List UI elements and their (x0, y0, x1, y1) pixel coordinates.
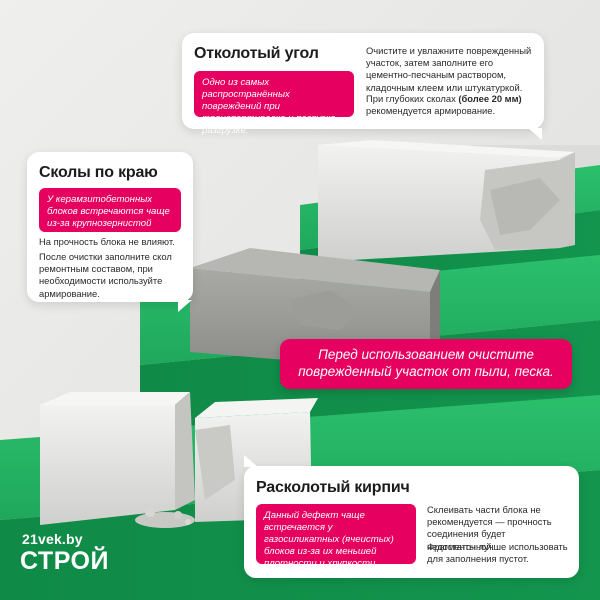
card-text-primary: Склеивать части блока не рекомендуется —… (427, 504, 552, 552)
card-tail (528, 128, 542, 140)
cleaning-tip-banner: Перед использованием очистите поврежденн… (280, 339, 572, 389)
block-bottom-left (40, 405, 175, 525)
card-edge-chips: Сколы по краю У керамзитобетонных блоков… (27, 152, 193, 302)
card-text-secondary: После очистки заполните скол ремонтным с… (39, 251, 172, 299)
brand-logo-name: СТРОЙ (20, 547, 109, 575)
card-text-secondary-post: рекомендуется армирование. (366, 105, 496, 117)
card-text-secondary-bold: (более 20 мм) (458, 93, 522, 104)
card-text-secondary: Фрагменты лучше использовать для заполне… (427, 541, 568, 565)
card-note: У керамзитобетонных блоков встречаются ч… (39, 188, 181, 241)
card-title: Сколы по краю (39, 164, 158, 181)
card-text-primary: На прочность блока не влияют. (39, 236, 175, 247)
card-text-secondary-pre: При глубоких сколах (366, 93, 459, 104)
card-tail (244, 455, 258, 467)
card-chipped-corner: Отколотый угол Одно из самых распростран… (182, 33, 544, 136)
card-title: Отколотый угол (194, 45, 319, 62)
card-text-primary: Очистите и увлажните поврежденный участо… (366, 45, 532, 93)
card-title: Расколотый кирпич (256, 479, 410, 496)
card-tail (178, 300, 192, 312)
card-note: Данный дефект чаще встречается у газосил… (256, 504, 416, 569)
card-text-secondary: При глубоких сколах (более 20 мм) рекоме… (366, 93, 536, 117)
card-split-brick: Расколотый кирпич Данный дефект чаще вст… (244, 466, 579, 578)
card-note: Одно из самых распространённых поврежден… (194, 71, 354, 136)
brand-logo-domain: 21vek.by (22, 531, 83, 547)
